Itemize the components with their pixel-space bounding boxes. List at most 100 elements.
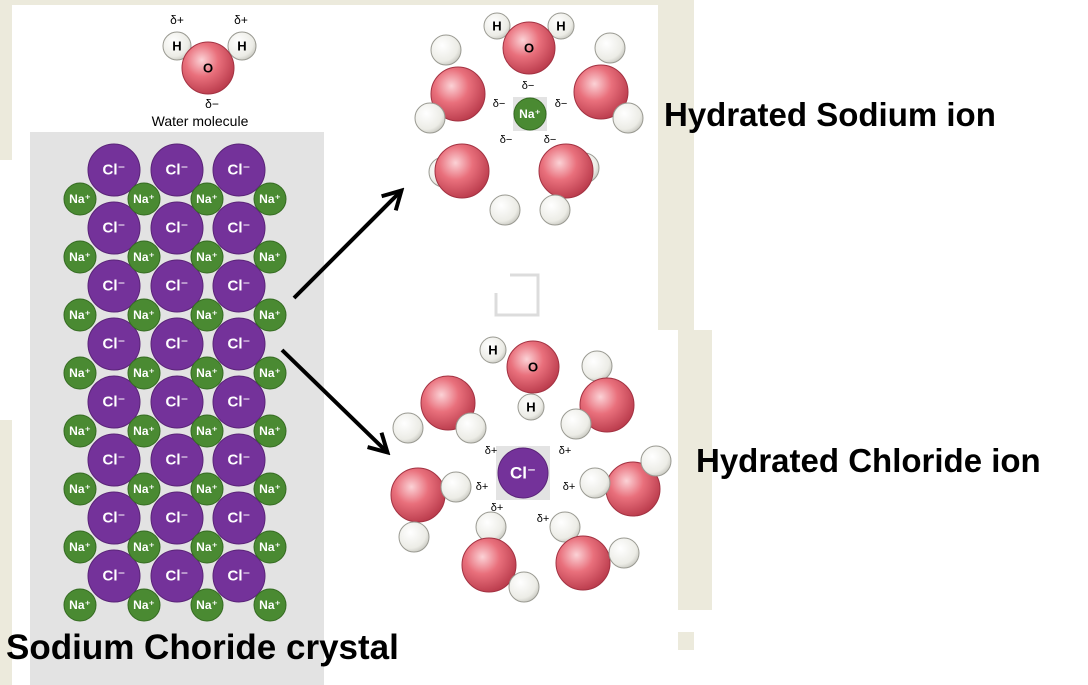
chloride-ion-label: Cl⁻ <box>103 336 126 353</box>
hydrogen-atom <box>483 12 511 40</box>
hydrogen-atom <box>414 102 446 134</box>
chloride-ion <box>150 259 204 313</box>
sodium-ion <box>127 240 161 274</box>
chloride-ion-label: Cl⁻ <box>510 464 536 483</box>
water-molecule <box>573 32 644 134</box>
oxygen-atom <box>390 467 446 523</box>
chloride-ion-label: Cl⁻ <box>103 220 126 237</box>
oxygen-atom <box>506 340 560 394</box>
sodium-ion <box>63 356 97 390</box>
sodium-ion <box>253 356 287 390</box>
chloride-ion-label: Cl⁻ <box>103 568 126 585</box>
hydrogen-atom <box>475 511 507 543</box>
background-strips <box>0 0 712 685</box>
oxygen-atom <box>461 537 517 593</box>
chloride-ion <box>87 375 141 429</box>
chloride-ion <box>212 201 266 255</box>
sodium-ion-label: Na⁺ <box>259 192 281 206</box>
chloride-ion-label: Cl⁻ <box>103 394 126 411</box>
sodium-ion <box>63 240 97 274</box>
left-strip-bottom <box>0 420 12 685</box>
sodium-ion-label: Na⁺ <box>69 598 91 612</box>
oxygen-atom <box>434 143 490 199</box>
hydrogen-atom <box>440 471 472 503</box>
partial-negative-label: δ− <box>500 134 513 146</box>
hydrogen-atom <box>455 412 487 444</box>
water-molecule <box>428 143 521 226</box>
hydrogen-atom-label: H <box>172 39 181 54</box>
hydrogen-atom <box>392 412 424 444</box>
water-molecule <box>461 511 540 603</box>
partial-negative-label: δ− <box>493 98 506 110</box>
hydrogen-atom <box>227 31 257 61</box>
chloride-ion <box>150 433 204 487</box>
chloride-ion-label: Cl⁻ <box>228 568 251 585</box>
hydrogen-atom <box>581 350 613 382</box>
sodium-ion-label: Na⁺ <box>259 598 281 612</box>
left-strip-top <box>0 0 12 160</box>
hydrogen-atom <box>398 521 430 553</box>
sodium-ion-label: Na⁺ <box>196 598 218 612</box>
partial-negative-label: δ− <box>205 97 219 111</box>
partial-positive-label: δ+ <box>476 481 489 493</box>
sodium-ion <box>190 182 224 216</box>
partial-positive-label: δ+ <box>537 513 550 525</box>
hydrogen-atom <box>579 467 611 499</box>
oxygen-atom <box>502 21 556 75</box>
chloride-ion <box>87 201 141 255</box>
hydrogen-atom <box>162 31 192 61</box>
right-strip-upper <box>658 0 694 330</box>
chloride-ion-label: Cl⁻ <box>166 394 189 411</box>
chloride-ion <box>87 259 141 313</box>
sodium-ion <box>513 97 547 131</box>
sodium-ion-label: Na⁺ <box>259 482 281 496</box>
sodium-ion <box>127 182 161 216</box>
hydrogen-atom-label: H <box>492 19 501 34</box>
sodium-ion-label: Na⁺ <box>259 250 281 264</box>
sodium-ion-label: Na⁺ <box>196 250 218 264</box>
chloride-ion-label: Cl⁻ <box>228 510 251 527</box>
hydrogen-atom <box>539 194 571 226</box>
chloride-ion-label: Cl⁻ <box>103 278 126 295</box>
hydrogen-atom <box>547 12 575 40</box>
hydrogen-atom <box>549 511 581 543</box>
hydrogen-atom <box>517 393 545 421</box>
arrow-to-sodium <box>292 192 400 300</box>
sodium-ion-label: Na⁺ <box>133 482 155 496</box>
partial-positive-label: δ+ <box>491 502 504 514</box>
sodium-ion <box>253 530 287 564</box>
chloride-ion-label: Cl⁻ <box>228 220 251 237</box>
sodium-ion-label: Na⁺ <box>69 250 91 264</box>
chloride-ion <box>497 447 549 499</box>
water-molecule <box>560 350 635 440</box>
sodium-ion <box>63 530 97 564</box>
faint-bracket <box>494 273 540 317</box>
water-molecule <box>390 467 472 553</box>
hydrogen-atom <box>594 32 626 64</box>
sodium-ion <box>63 414 97 448</box>
chloride-ion-label: Cl⁻ <box>228 452 251 469</box>
chloride-ion-label: Cl⁻ <box>228 336 251 353</box>
sodium-ion <box>63 472 97 506</box>
hydrogen-atom <box>430 34 462 66</box>
oxygen-atom <box>538 143 594 199</box>
chloride-ion-label: Cl⁻ <box>166 510 189 527</box>
sodium-ion-label: Na⁺ <box>259 424 281 438</box>
hydrogen-atom-label: H <box>556 19 565 34</box>
sodium-ion-label: Na⁺ <box>69 192 91 206</box>
oxygen-atom-label: O <box>524 41 534 56</box>
chloride-ion-label: Cl⁻ <box>103 452 126 469</box>
hydrogen-atom <box>608 537 640 569</box>
sodium-ion-label: Na⁺ <box>133 250 155 264</box>
sodium-ion <box>190 588 224 622</box>
sodium-ion-label: Na⁺ <box>133 540 155 554</box>
sodium-ion <box>127 472 161 506</box>
water-molecule-caption: Water molecule <box>152 113 249 129</box>
partial-positive-label: δ+ <box>559 445 572 457</box>
chloride-ion-label: Cl⁻ <box>103 162 126 179</box>
sodium-ion <box>253 472 287 506</box>
chloride-ion <box>212 433 266 487</box>
water-molecule <box>579 445 672 517</box>
chloride-ion <box>150 375 204 429</box>
